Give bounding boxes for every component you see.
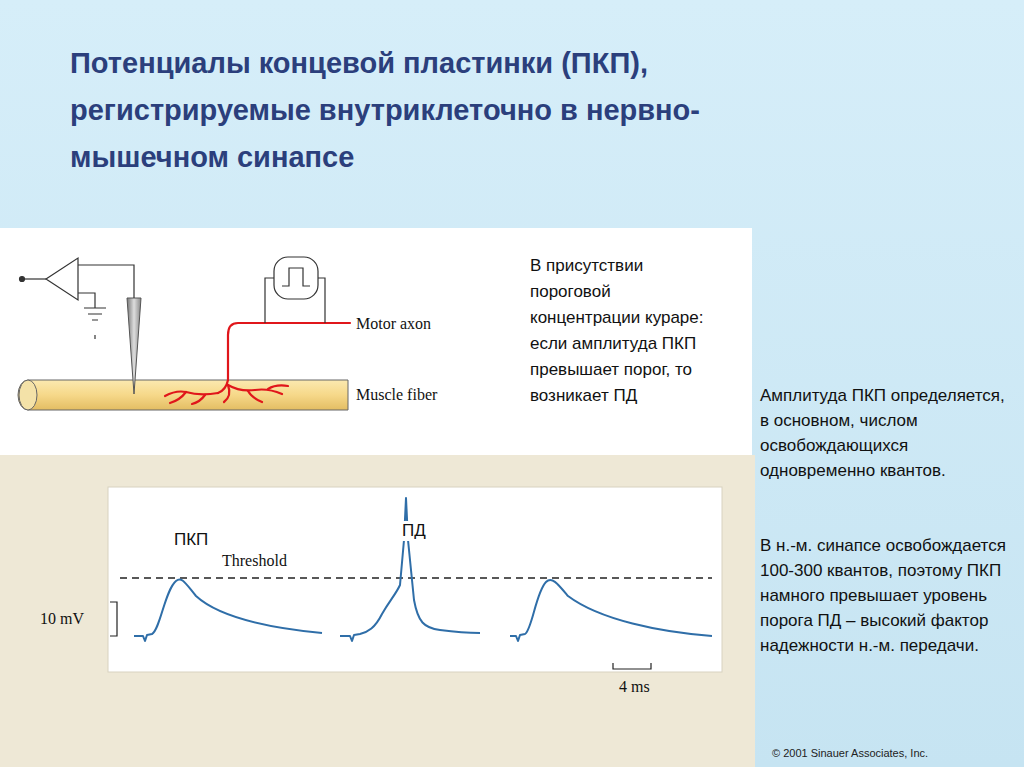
scale-label: 4 ms xyxy=(619,678,650,696)
plot-area xyxy=(108,487,722,672)
motor-axon xyxy=(165,323,350,404)
voltage-trace xyxy=(134,498,712,641)
scale-label: 10 mV xyxy=(40,610,84,628)
trace-label: ПД xyxy=(400,521,428,541)
side-text: Амплитуда ПКП определяется, в основном, … xyxy=(760,383,1018,483)
slide-title: Потенциалы концевой пластинки (ПКП), рег… xyxy=(70,40,730,181)
scale-bars xyxy=(110,602,651,669)
threshold-label: Threshold xyxy=(220,552,289,570)
recording-electrode xyxy=(78,265,141,394)
muscle-fiber xyxy=(18,380,348,410)
note-text: В присутствии пороговой концентрации кур… xyxy=(530,253,725,409)
threshold-line xyxy=(120,577,712,578)
figure-panel xyxy=(0,228,752,455)
part-label: Muscle fiber xyxy=(356,386,437,404)
amplifier-symbol xyxy=(20,258,107,339)
part-label: Motor axon xyxy=(356,315,431,333)
side-text: В н.-м. синапсе освобождается 100-300 кв… xyxy=(760,533,1018,658)
copyright-note: © 2001 Sinauer Associates, Inc. xyxy=(772,747,928,759)
plot-panel xyxy=(0,455,755,767)
trace-label: ПКП xyxy=(172,530,210,550)
stimulator xyxy=(265,257,325,323)
